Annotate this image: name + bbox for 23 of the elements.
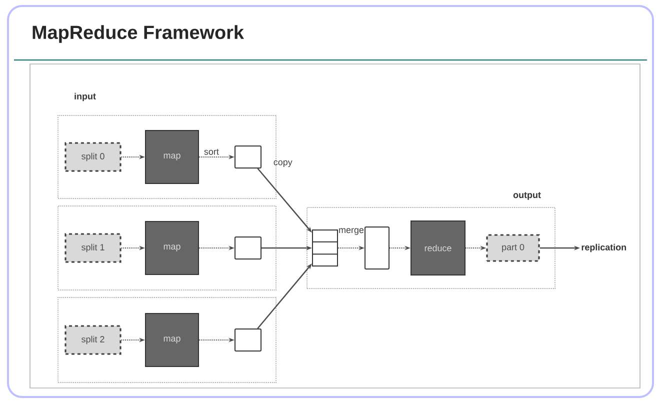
buffer-box [234, 146, 262, 168]
title: MapReduce Framework [32, 25, 244, 43]
output-label: replication [582, 244, 626, 252]
process-box: map [145, 221, 199, 275]
process-box: map [145, 130, 199, 184]
split-box: split 2 [64, 325, 122, 355]
process-box: reduce [410, 220, 466, 276]
group-box [58, 297, 276, 383]
group-heading: output [513, 192, 541, 200]
group-box [306, 207, 556, 289]
split-box: part 0 [486, 234, 540, 262]
edge-label: merge [339, 228, 364, 235]
buffer-box [234, 328, 262, 352]
merge-stack [312, 230, 338, 266]
split-box: split 0 [64, 142, 122, 172]
buffer-box [364, 226, 390, 270]
edge-label: sort [204, 148, 219, 155]
edge-label: copy [274, 160, 292, 168]
buffer-box [234, 236, 262, 260]
split-box: split 1 [64, 233, 122, 263]
group-box [58, 206, 276, 290]
process-box: map [145, 313, 199, 367]
group-heading: input [74, 92, 96, 102]
